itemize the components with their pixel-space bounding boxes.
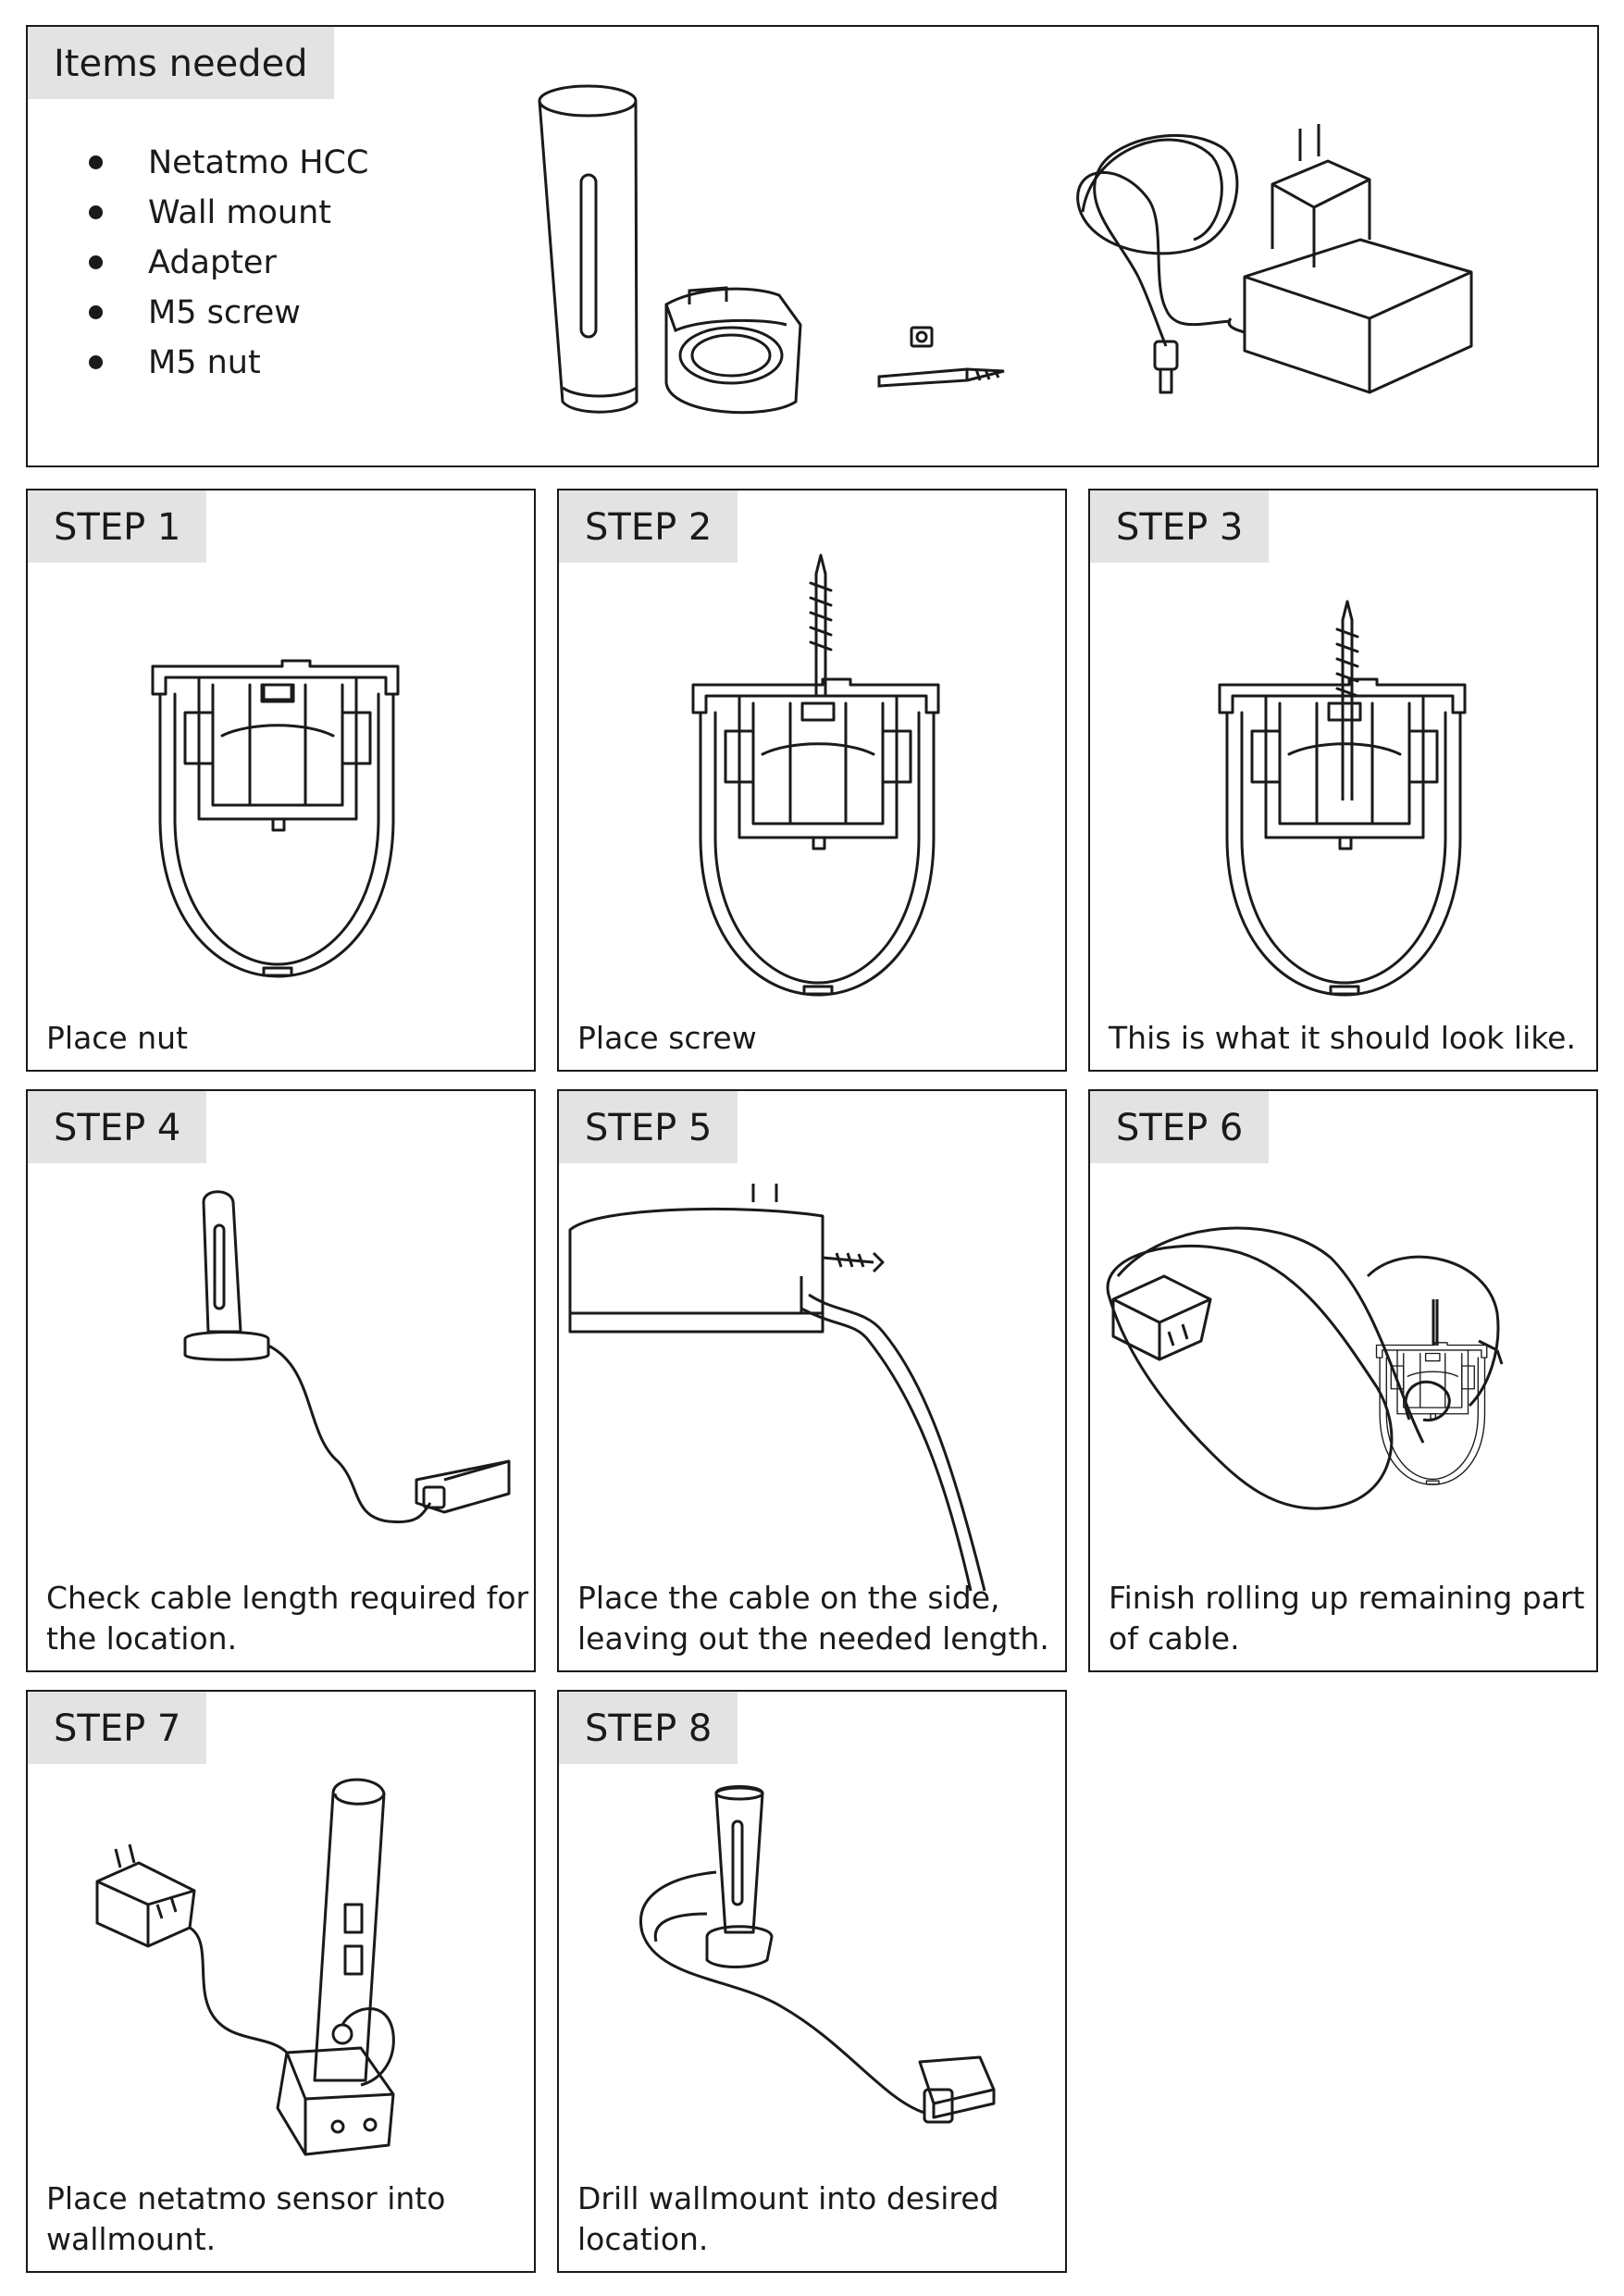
adapter-illustration [1064,110,1481,416]
step-caption: Finish rolling up remaining part of cabl… [1109,1580,1585,1657]
step-caption: This is what it should look like. [1109,1020,1576,1056]
step-label: STEP 8 [559,1692,738,1764]
step-caption: Drill wallmount into desired location. [577,2180,999,2257]
wall-mount-with-nut-illustration [151,659,400,978]
list-item: M5 screw [81,288,368,338]
final-installation-illustration [614,1784,1040,2154]
step-caption: Check cable length required for the loca… [46,1580,529,1657]
nut-and-screw-illustration [874,323,1013,397]
step-caption: Place netatmo sensor into wallmount. [46,2180,446,2257]
step-label: STEP 6 [1090,1091,1270,1163]
rolled-cable-illustration [1090,1202,1600,1591]
step-label: STEP 2 [559,490,738,563]
assembled-wall-mount-illustration [1218,600,1467,997]
step-1-panel: STEP 1 Place nut [26,489,536,1072]
list-item: Adapter [81,238,368,288]
step-label: STEP 3 [1090,490,1270,563]
step-label: STEP 5 [559,1091,738,1163]
wall-mount-with-screw-illustration [691,553,940,997]
items-needed-panel: Items needed Netatmo HCC Wall mount Adap… [26,25,1599,467]
sensor-into-mount-illustration [83,1775,509,2182]
list-item: Netatmo HCC [81,138,368,188]
cable-side-placement-illustration [559,1174,1069,1591]
step-5-panel: STEP 5 Place the cable on the side, leav… [557,1089,1067,1672]
sensor-and-mount-illustration [537,82,833,434]
list-item: Wall mount [81,188,368,238]
step-label: STEP 7 [28,1692,207,1764]
step-7-panel: STEP 7 Place netatmo sensor into wallmou… [26,1690,536,2273]
list-item: M5 nut [81,338,368,388]
step-label: STEP 4 [28,1091,207,1163]
items-list: Netatmo HCC Wall mount Adapter M5 screw … [81,138,368,388]
step-caption: Place nut [46,1020,188,1056]
step-3-panel: STEP 3 This is what it should look like. [1088,489,1598,1072]
step-6-panel: STEP 6 Finish rolling up remaining part … [1088,1089,1598,1672]
step-4-panel: STEP 4 Check cable length required for t… [26,1089,536,1672]
items-needed-title: Items needed [28,27,334,99]
step-caption: Place screw [577,1020,757,1056]
step-caption: Place the cable on the side, leaving out… [577,1580,1049,1657]
step-label: STEP 1 [28,490,207,563]
cable-length-illustration [176,1184,527,1554]
step-8-panel: STEP 8 Drill wallmount into desired loca… [557,1690,1067,2273]
step-2-panel: STEP 2 Place screw [557,489,1067,1072]
